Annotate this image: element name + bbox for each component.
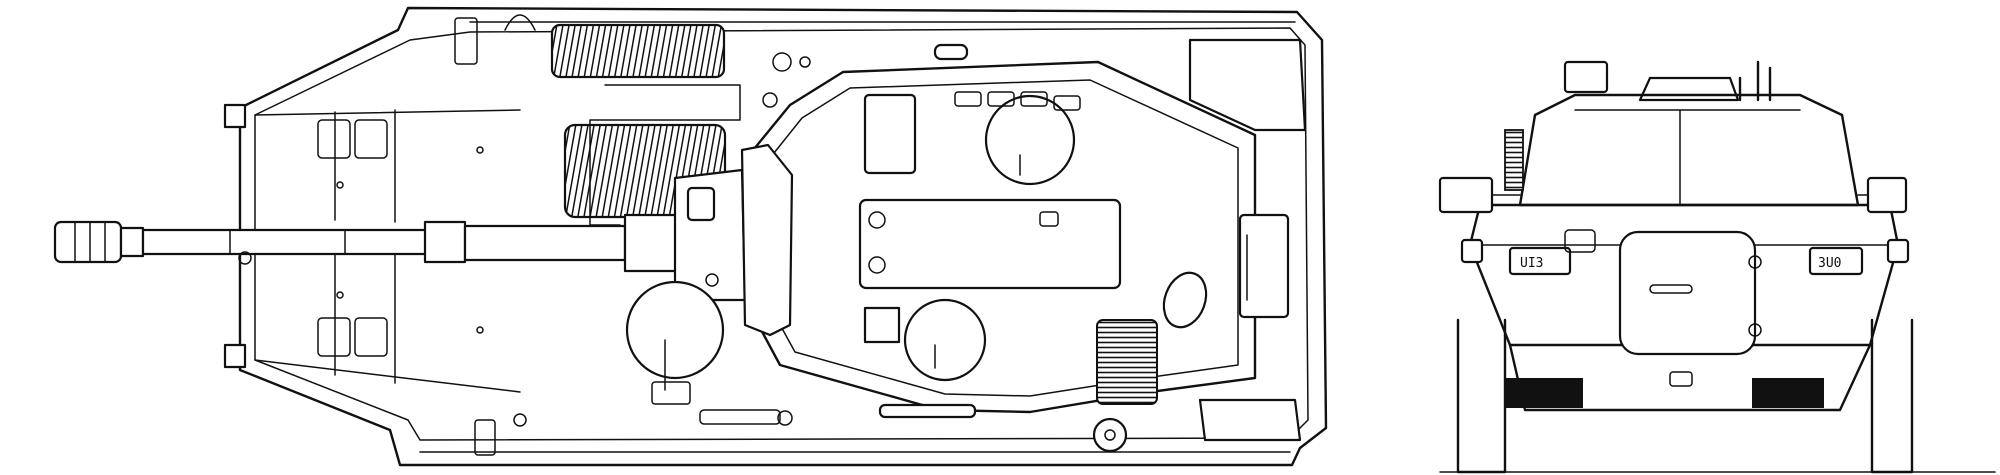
roof-vent-1	[868, 211, 886, 229]
hull-deck-outline	[254, 27, 1309, 441]
front-mudflap-right	[1752, 378, 1824, 408]
front-turret-side-plate	[1504, 129, 1524, 191]
front-tire-left	[1456, 318, 1507, 474]
commander-hatch	[984, 94, 1076, 186]
mantlet-sight	[686, 186, 716, 222]
rear-hatch-bottom	[1198, 398, 1302, 442]
front-hatch-3	[317, 317, 351, 357]
periscope-2	[987, 91, 1015, 107]
mantlet-bolt	[705, 273, 719, 287]
hull-outline	[238, 6, 1328, 467]
front-lower-hull	[1508, 343, 1872, 412]
front-light-top	[223, 103, 247, 129]
front-mudflap-left	[1505, 378, 1583, 408]
front-light-bottom	[223, 343, 247, 369]
roof-vent-3	[1039, 211, 1059, 227]
rear-hatch-top	[1188, 38, 1307, 132]
deck-rivet-4	[336, 291, 344, 299]
engine-grille-top	[550, 23, 726, 79]
front-door-hinge-bottom	[1748, 323, 1762, 337]
deck-rivet-2	[476, 326, 484, 334]
hull-hatch-handle	[651, 381, 691, 405]
antenna-base-2	[878, 403, 977, 419]
front-plate-left: UI3	[1520, 256, 1543, 271]
hull-fitting-8	[504, 14, 536, 31]
hull-fitting-1	[772, 52, 792, 72]
gun-barrel	[141, 228, 435, 256]
turret-rear-vent	[1096, 319, 1158, 405]
front-lamp-left	[1460, 238, 1484, 264]
glacis-fold-top	[254, 109, 521, 116]
tool-rack	[699, 409, 781, 425]
front-inspection-plate	[1564, 229, 1596, 253]
gunner-hatch	[903, 298, 987, 382]
front-hatch-1	[317, 119, 351, 159]
front-mirror-right	[1866, 176, 1908, 214]
gun-jacket	[463, 224, 627, 262]
gun	[53, 213, 687, 273]
gun-shield	[740, 143, 794, 337]
turret-sight-window	[1162, 271, 1208, 329]
top-view	[53, 6, 1328, 467]
front-hatch-4	[354, 317, 388, 357]
turret-box-bottom	[863, 306, 901, 344]
front-lamp-right	[1886, 238, 1910, 264]
turret-rear-door	[1238, 213, 1290, 319]
front-mirror-left	[1438, 176, 1494, 214]
front-turret-top-box	[1563, 60, 1609, 94]
hull-fitting-2	[799, 56, 811, 68]
front-tow-hook	[1669, 371, 1693, 387]
front-tire-right	[1870, 318, 1914, 474]
periscope-1	[954, 91, 982, 107]
front-plate-right-box	[1808, 246, 1864, 276]
deck-rivet-1	[476, 146, 484, 154]
periscope-4	[1053, 95, 1081, 111]
front-turret	[1518, 93, 1860, 207]
glacis-fold-bottom	[254, 359, 521, 393]
track-sprocket	[1092, 417, 1128, 453]
periscope-3	[1020, 91, 1048, 107]
thermal-sleeve	[423, 220, 467, 264]
front-view: UI3 3U0	[1438, 60, 1996, 474]
turret-roof-panel	[858, 198, 1122, 290]
muzzle-brake	[53, 220, 123, 264]
front-plate-left-box	[1508, 246, 1572, 276]
deck-rivet-3	[336, 181, 344, 189]
roof-vent-2	[868, 256, 886, 274]
hull-fitting-4	[513, 413, 527, 427]
hull-fitting-7	[474, 419, 496, 456]
hull-fitting-3	[762, 92, 778, 108]
front-lamp	[238, 251, 252, 265]
front-hatch-2	[354, 119, 388, 159]
barrel-collar	[119, 226, 145, 258]
front-turret-cupola	[1638, 76, 1740, 102]
hull-fitting-6	[454, 17, 478, 65]
front-door-hinge-top	[1748, 255, 1762, 269]
hull-hatch-left	[625, 280, 725, 380]
front-door-handle	[1649, 284, 1693, 294]
front-plate-right: 3U0	[1818, 256, 1841, 271]
hull-fitting-5	[777, 410, 793, 426]
turret-box-front	[863, 93, 917, 175]
antenna-base	[933, 43, 969, 61]
